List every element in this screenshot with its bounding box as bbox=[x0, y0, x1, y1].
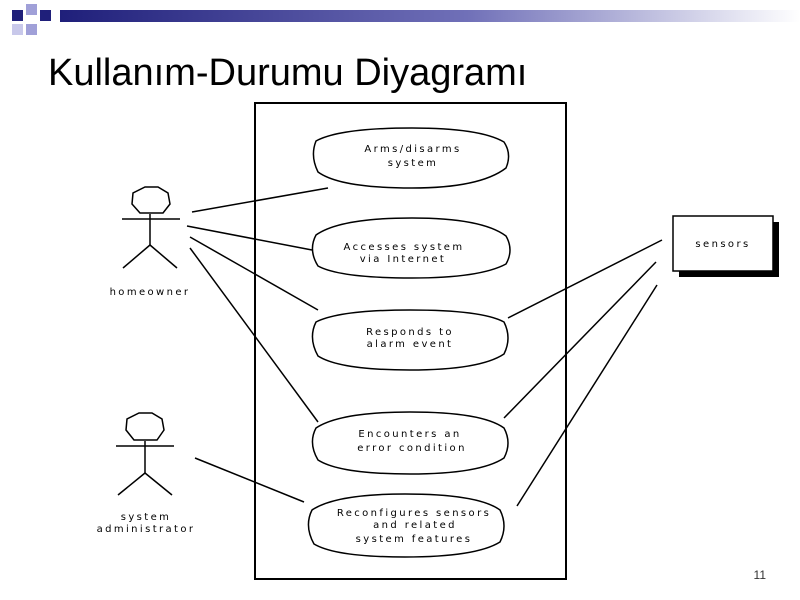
page-number: 11 bbox=[753, 568, 766, 582]
use-case-label: alarm event bbox=[367, 339, 454, 350]
header-square bbox=[12, 24, 23, 35]
use-case-label: system bbox=[388, 158, 439, 169]
actor-leg bbox=[144, 472, 173, 496]
association-line bbox=[189, 247, 319, 423]
sensors-label: sensors bbox=[695, 239, 750, 250]
header-square bbox=[12, 10, 23, 21]
header-bar bbox=[60, 10, 800, 22]
use-case-label: Arms/disarms bbox=[364, 144, 461, 155]
use-case-label: Encounters an bbox=[358, 429, 461, 440]
system-boundary bbox=[254, 102, 567, 580]
association-line bbox=[507, 239, 663, 319]
use-case-ellipse bbox=[311, 217, 511, 279]
header-square bbox=[40, 10, 51, 21]
use-case-label: via Internet bbox=[360, 254, 447, 265]
header-square bbox=[26, 24, 37, 35]
sensors-box: sensors bbox=[672, 215, 779, 277]
use-case-reconfigures: Reconfigures sensors and related system … bbox=[307, 493, 505, 558]
actor-head bbox=[131, 186, 171, 214]
use-case-ellipse bbox=[307, 493, 505, 558]
actor-head bbox=[125, 412, 165, 441]
use-case-ellipse bbox=[312, 127, 510, 189]
association-line bbox=[186, 225, 313, 251]
use-case-label: error condition bbox=[357, 443, 467, 454]
slide-title: Kullanım-Durumu Diyagramı bbox=[48, 52, 528, 94]
association-line bbox=[189, 236, 319, 311]
use-case-ellipse bbox=[311, 309, 509, 371]
actor-label: system bbox=[121, 512, 172, 523]
association-line bbox=[194, 457, 305, 503]
use-case-label: and related bbox=[373, 520, 457, 531]
use-case-encounters-error: Encounters an error condition bbox=[311, 411, 509, 475]
association-line bbox=[503, 261, 657, 419]
use-case-label: Responds to bbox=[366, 327, 454, 338]
actor-label: administrator bbox=[97, 524, 196, 535]
use-case-label: Accesses system bbox=[344, 242, 465, 253]
actor-label: homeowner bbox=[110, 287, 191, 298]
header-square bbox=[26, 4, 37, 15]
sensors-box-frame bbox=[672, 215, 774, 272]
association-line bbox=[191, 187, 329, 213]
association-line bbox=[516, 284, 658, 507]
use-case-accesses-system: Accesses system via Internet bbox=[311, 217, 511, 279]
use-case-ellipse bbox=[311, 411, 509, 475]
actor-leg bbox=[149, 244, 178, 269]
use-case-label: Reconfigures sensors bbox=[337, 508, 491, 519]
use-case-arms-disarms: Arms/disarms system bbox=[312, 127, 510, 189]
actor-leg bbox=[117, 472, 146, 496]
use-case-label: system features bbox=[356, 534, 473, 545]
actor-leg bbox=[122, 244, 151, 269]
actor-homeowner bbox=[122, 186, 180, 269]
use-case-responds-alarm: Responds to alarm event bbox=[311, 309, 509, 371]
association-lines bbox=[186, 187, 663, 507]
actor-system-administrator bbox=[116, 412, 174, 496]
